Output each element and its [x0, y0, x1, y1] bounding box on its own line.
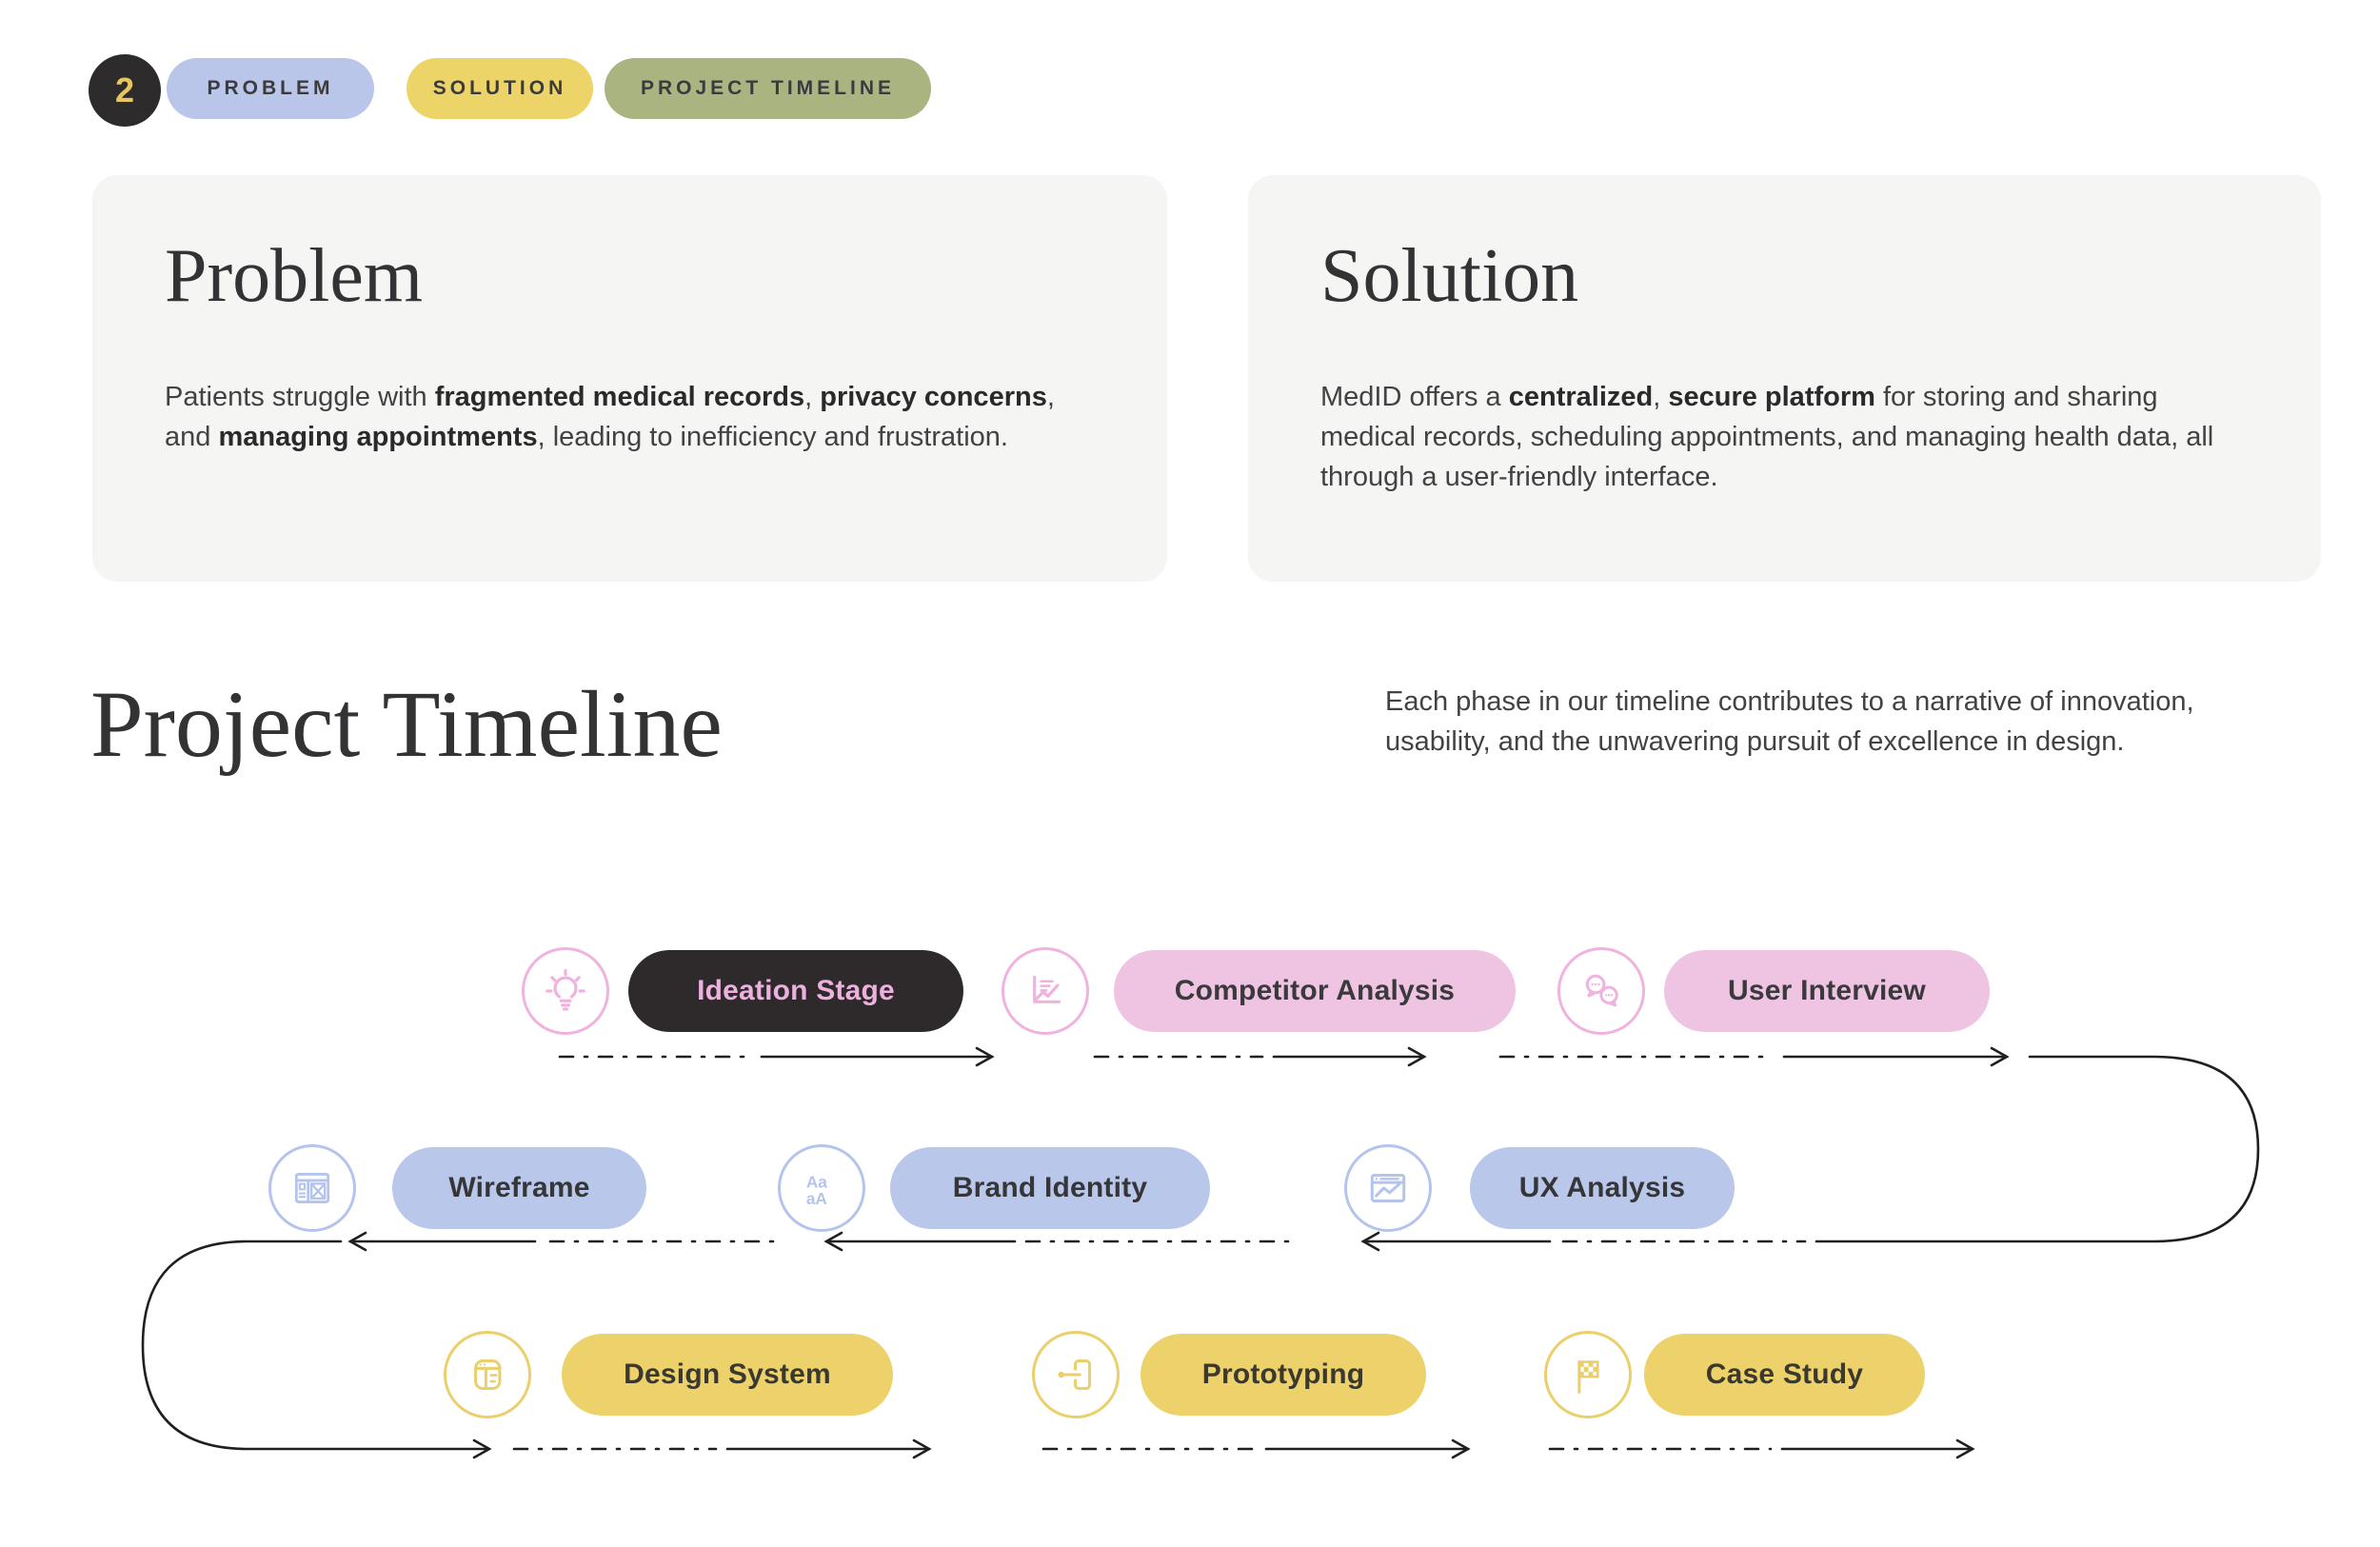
row2-arrows: [141, 1231, 1807, 1459]
problem-card-title: Problem: [165, 234, 424, 318]
timeline-section-description: Each phase in our timeline contributes t…: [1385, 686, 2194, 757]
row3-arrows: [512, 1438, 1975, 1459]
solution-card-text: MedID offers a centralized, secure platf…: [1320, 382, 2214, 492]
left-loop-connector: [141, 1240, 489, 1451]
right-loop-connector: [1815, 1055, 2260, 1243]
svg-text:Aa: Aa: [806, 1172, 827, 1191]
solution-card-title: Solution: [1320, 234, 1579, 318]
stage-pill-design-system: Design System: [562, 1334, 893, 1416]
door-enter-icon: [1032, 1331, 1120, 1418]
chat-bubbles-icon: [1557, 947, 1645, 1035]
stage-pill-competitor-analysis: Competitor Analysis: [1114, 950, 1516, 1032]
wireframe-icon: [268, 1144, 356, 1232]
ux-analytics-icon: [1344, 1144, 1432, 1232]
nav-pill-problem[interactable]: PROBLEM: [167, 58, 374, 119]
stage-pill-prototyping: Prototyping: [1140, 1334, 1426, 1416]
problem-card-text: Patients struggle with fragmented medica…: [165, 382, 1055, 452]
design-grid-icon: [444, 1331, 531, 1418]
stage-pill-user-interview: User Interview: [1664, 950, 1990, 1032]
solution-card: Solution MedID offers a centralized, sec…: [1248, 175, 2321, 582]
svg-text:aA: aA: [806, 1189, 827, 1208]
problem-card: Problem Patients struggle with fragmente…: [92, 175, 1167, 582]
analytics-report-icon: [1002, 947, 1089, 1035]
checkered-flag-icon: [1544, 1331, 1632, 1418]
row1-arrows: [558, 1046, 2260, 1243]
nav-pill-solution[interactable]: SOLUTION: [407, 58, 593, 119]
stage-pill-brand-identity: Brand Identity: [890, 1147, 1210, 1229]
timeline-section-title: Project Timeline: [90, 671, 723, 777]
stage-pill-wireframe: Wireframe: [392, 1147, 646, 1229]
stage-pill-ideation-stage: Ideation Stage: [628, 950, 963, 1032]
page-number-badge: 2: [89, 54, 161, 127]
stage-pill-case-study: Case Study: [1644, 1334, 1925, 1416]
nav-pill-project-timeline[interactable]: PROJECT TIMELINE: [605, 58, 931, 119]
stage-pill-ux-analysis: UX Analysis: [1470, 1147, 1735, 1229]
lightbulb-icon: [522, 947, 609, 1035]
